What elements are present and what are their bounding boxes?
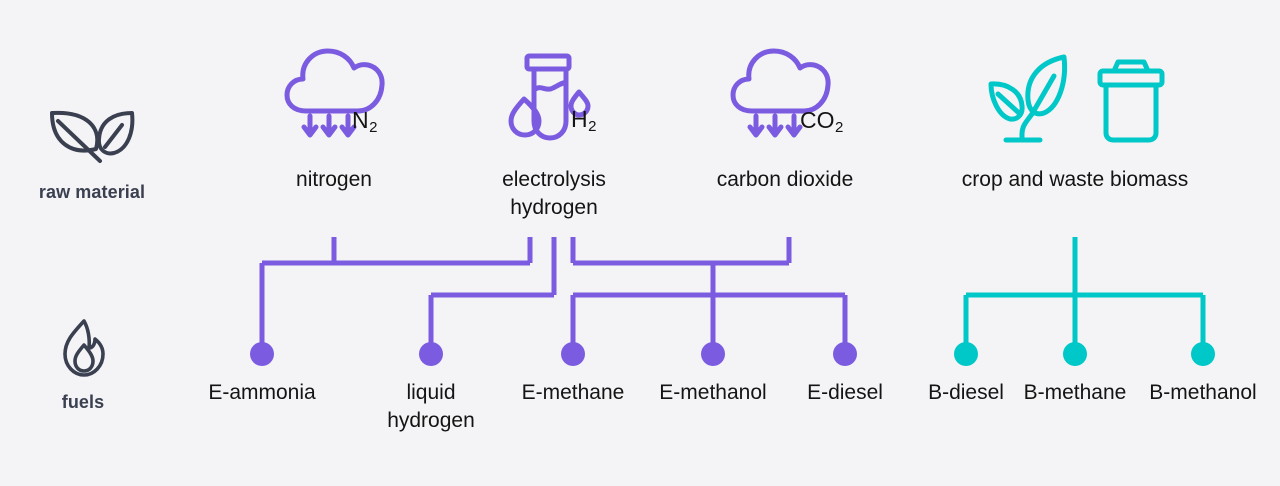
formula-hydrogen-subscript: 2 xyxy=(588,118,597,135)
node-dot-e-ammonia xyxy=(250,342,274,366)
raw-material-label-crop-and-waste-biomass: crop and waste biomass xyxy=(961,168,1189,191)
fuel-label-b-methane: B-methane xyxy=(1023,381,1127,404)
liquid-hydrogen-line1: liquid xyxy=(406,381,456,404)
fuel-label-e-diesel: E-diesel xyxy=(807,381,883,404)
row-label-raw-material: raw material xyxy=(38,182,146,202)
raw-material-label-electrolysis-hydrogen: electrolysis hydrogen xyxy=(454,166,654,222)
leaf-icon xyxy=(50,110,135,163)
node-dot-e-methanol xyxy=(701,342,725,366)
fuel-label-e-methane: E-methane xyxy=(521,381,625,404)
cloud-down-arrows-icon-carbon-dioxide xyxy=(730,48,831,138)
trash-bin-icon xyxy=(1097,59,1165,143)
fuel-label-e-ammonia: E-ammonia xyxy=(208,381,316,404)
formula-nitrogen: N2 xyxy=(352,107,378,136)
formula-carbon-dioxide-subscript: 2 xyxy=(835,119,844,136)
formula-carbon-dioxide: CO2 xyxy=(800,107,844,136)
fuel-node-dots xyxy=(250,342,1215,366)
electrolysis-hydrogen-line1: electrolysis xyxy=(502,168,606,191)
fuel-label-liquid-hydrogen: liquid hydrogen xyxy=(341,379,521,435)
test-tube-droplet-icon xyxy=(508,53,591,141)
fuel-label-b-methanol: B-methanol xyxy=(1149,381,1257,404)
node-dot-b-methane xyxy=(1063,342,1087,366)
flame-icon xyxy=(63,319,105,377)
row-label-fuels: fuels xyxy=(61,392,105,412)
sprout-icon xyxy=(988,54,1068,143)
node-dot-e-diesel xyxy=(833,342,857,366)
fuel-label-e-methanol: E-methanol xyxy=(659,381,767,404)
formula-hydrogen: H2 xyxy=(571,106,597,135)
raw-material-label-nitrogen: nitrogen xyxy=(296,168,372,191)
node-dot-b-diesel xyxy=(954,342,978,366)
electrolysis-hydrogen-line2: hydrogen xyxy=(510,196,598,219)
formula-nitrogen-symbol: N xyxy=(352,107,369,133)
raw-material-label-carbon-dioxide: carbon dioxide xyxy=(716,168,854,191)
formula-nitrogen-subscript: 2 xyxy=(369,119,378,136)
node-dot-liquid-hydrogen xyxy=(419,342,443,366)
liquid-hydrogen-line2: hydrogen xyxy=(387,409,475,432)
formula-hydrogen-symbol: H xyxy=(571,106,588,132)
fuel-label-b-diesel: B-diesel xyxy=(928,381,1004,404)
node-dot-e-methane xyxy=(561,342,585,366)
cloud-down-arrows-icon-nitrogen xyxy=(284,48,385,138)
formula-carbon-dioxide-symbol: CO xyxy=(800,107,835,133)
node-dot-b-methanol xyxy=(1191,342,1215,366)
